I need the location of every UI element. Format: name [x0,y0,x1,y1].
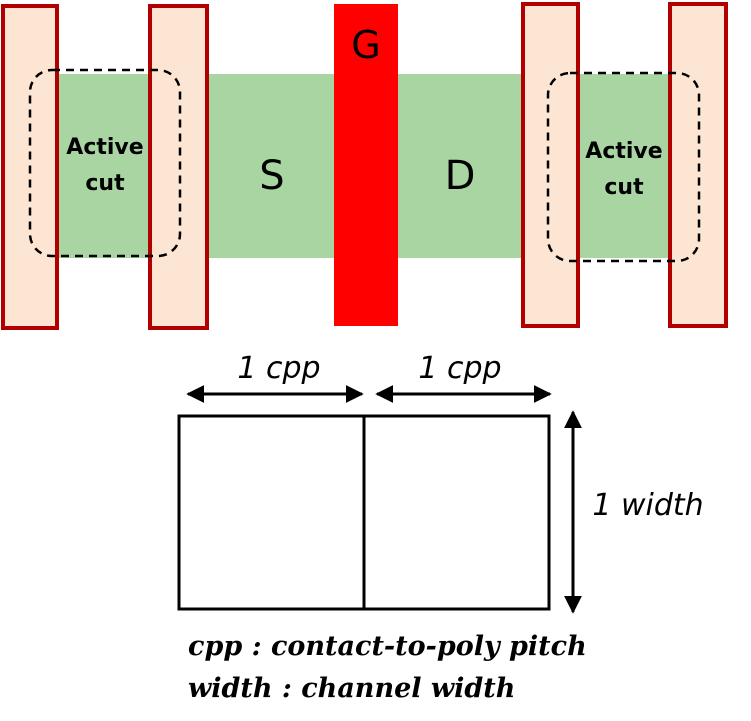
left-active-cut-label-line1: Active [66,135,143,160]
width-label: 1 width [592,488,703,523]
gate-label: G [351,23,380,67]
right-active-cut-outline [546,71,701,263]
left-inner-contact [148,4,209,330]
gate [334,4,398,326]
right-inner-contact [521,2,580,328]
legend-cpp: cpp : contact-to-poly pitch [188,631,587,662]
left-active-cut-label-line2: cut [85,171,125,196]
right-active-cut-label-line2: cut [604,175,644,200]
cell-box-right [362,414,551,611]
drain-label: D [445,153,476,199]
cell-box-left [177,414,366,611]
cpp-right-label: 1 cpp [418,351,501,386]
left-active-cut-outline [28,68,182,258]
source-label: S [259,153,284,199]
legend-width: width : channel width [188,673,515,704]
right-active-cut-label-line1: Active [585,139,662,164]
cpp-left-label: 1 cpp [237,351,320,386]
